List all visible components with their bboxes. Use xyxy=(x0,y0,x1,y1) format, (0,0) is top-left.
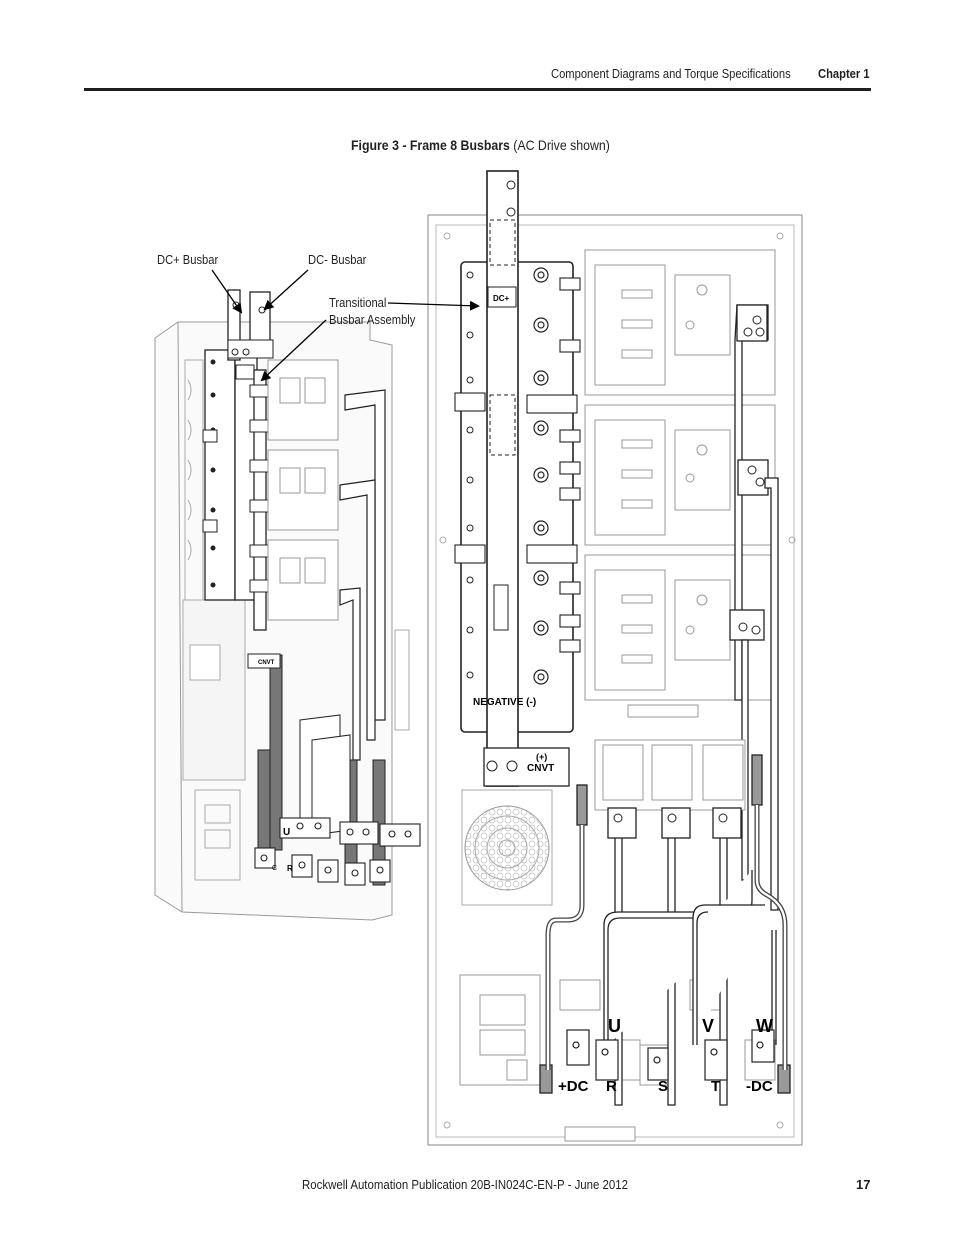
left-drive-view xyxy=(154,289,421,921)
terminal-minus-dc-label: -DC xyxy=(746,1078,773,1095)
figure-caption: Figure 3 - Frame 8 Busbars (AC Drive sho… xyxy=(351,137,610,153)
dc-minus-busbar-label: DC- Busbar xyxy=(308,252,367,267)
terminal-s-label: S xyxy=(658,1078,668,1095)
dc-minus-arrow xyxy=(263,269,309,311)
transitional-label-line1: Transitional xyxy=(329,295,387,310)
right-drive-view xyxy=(427,170,803,1146)
terminal-t-label: T xyxy=(711,1078,720,1095)
footer-publication: Rockwell Automation Publication 20B-IN02… xyxy=(302,1177,629,1192)
transitional-label-line2: Busbar Assembly xyxy=(329,312,416,327)
terminal-w-label: W xyxy=(756,1016,773,1036)
plus-sign-label: (+) xyxy=(536,752,547,762)
header-section-title: Component Diagrams and Torque Specificat… xyxy=(551,66,791,81)
cnvt-label: CNVT xyxy=(527,763,554,774)
dc-plus-arrow xyxy=(211,269,243,314)
footer-page-number: 17 xyxy=(856,1177,871,1192)
small-r-label: R xyxy=(287,864,293,873)
terminal-u-label: U xyxy=(608,1016,621,1036)
header-chapter: Chapter 1 xyxy=(818,66,870,81)
negative-label: NEGATIVE (-) xyxy=(473,697,536,708)
terminal-r-label: R xyxy=(606,1078,617,1095)
transitional-arrow-left xyxy=(260,319,327,382)
small-c-label: C xyxy=(272,865,277,872)
header-rule xyxy=(84,88,871,91)
terminal-v-label: V xyxy=(702,1016,714,1036)
small-cnvt-label: CNVT xyxy=(258,660,275,666)
dc-plus-busbar-label: DC+ Busbar xyxy=(157,252,219,267)
small-u-label: U xyxy=(283,827,290,838)
terminal-plus-dc-label: +DC xyxy=(558,1078,589,1095)
figure-number: Figure 3 - Frame 8 Busbars xyxy=(351,137,510,153)
dc-plus-tag: DC+ xyxy=(493,294,510,303)
figure-subtitle: (AC Drive shown) xyxy=(513,137,610,153)
transitional-arrow-right xyxy=(387,300,480,311)
